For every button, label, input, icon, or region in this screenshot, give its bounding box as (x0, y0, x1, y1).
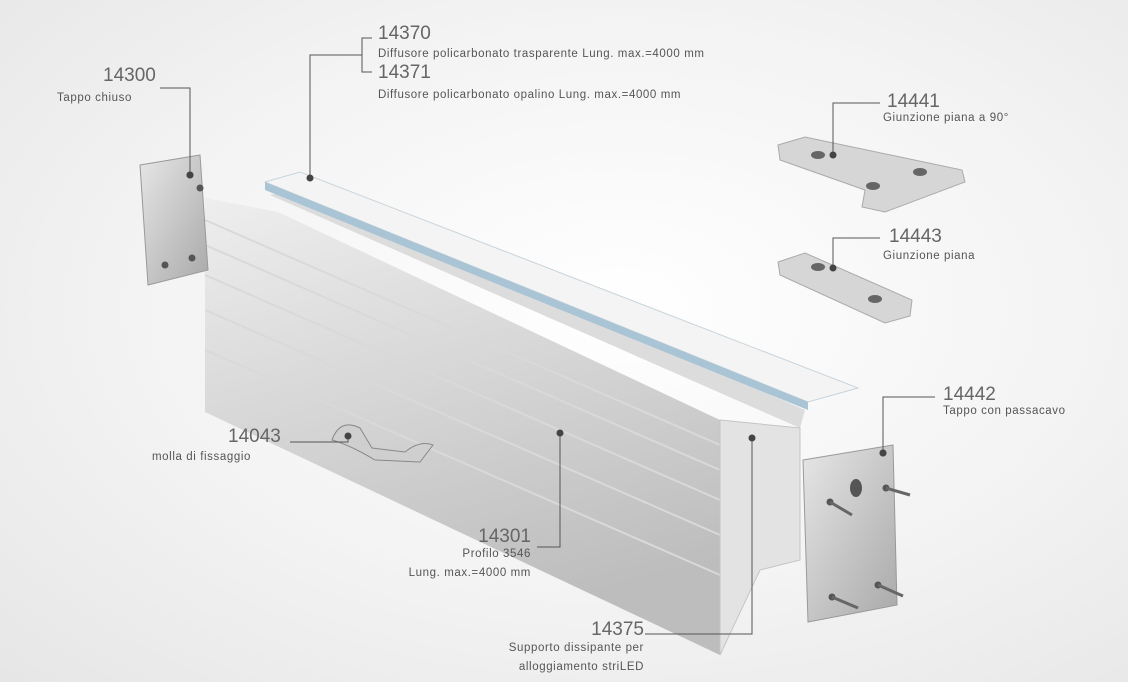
end-cap-cable (802, 444, 898, 623)
diffuser (263, 171, 860, 403)
part-code-14375: 14375 (591, 619, 644, 640)
part-desc-14442: Tappo con passacavo (943, 405, 1066, 417)
leader-dots (186, 151, 887, 457)
part-code-14371: 14371 (378, 62, 431, 83)
screws (829, 486, 911, 610)
part-code-14043: 14043 (228, 426, 281, 447)
part-code-14443: 14443 (889, 226, 942, 247)
part-code-14441: 14441 (887, 91, 940, 112)
part-desc-14443: Giunzione piana (883, 250, 976, 262)
leader-lines (160, 37, 935, 635)
profile-side-face (205, 198, 720, 655)
profile-end (719, 419, 801, 656)
end-cap-closed (139, 154, 209, 286)
profile-ribs (204, 219, 721, 576)
part-desc-14301: Profilo 3546 (462, 548, 531, 560)
part-length-14301: Lung. max.=4000 mm (408, 567, 531, 579)
part-code-14301: 14301 (478, 526, 531, 547)
part-desc-14371: Diffusore policarbonato opalino Lung. ma… (378, 89, 682, 101)
part-code-14300: 14300 (103, 65, 156, 86)
part-desc-14441: Giunzione piana a 90° (883, 112, 1009, 124)
diffuser-edge (265, 182, 808, 410)
joint-flat (777, 252, 913, 324)
part-code-14370: 14370 (378, 23, 431, 44)
part-desc-14375: Supporto dissipante per (508, 642, 644, 654)
part-code-14442: 14442 (943, 384, 996, 405)
part-desc2-14375: alloggiamento striLED (518, 661, 644, 673)
part-desc-14300: Tappo chiuso (57, 92, 132, 104)
profile-top (270, 188, 805, 428)
fixing-spring (331, 424, 434, 463)
part-desc-14043: molla di fissaggio (152, 451, 252, 463)
joint-90 (777, 136, 966, 213)
part-desc-14370: Diffusore policarbonato trasparente Lung… (378, 48, 705, 60)
